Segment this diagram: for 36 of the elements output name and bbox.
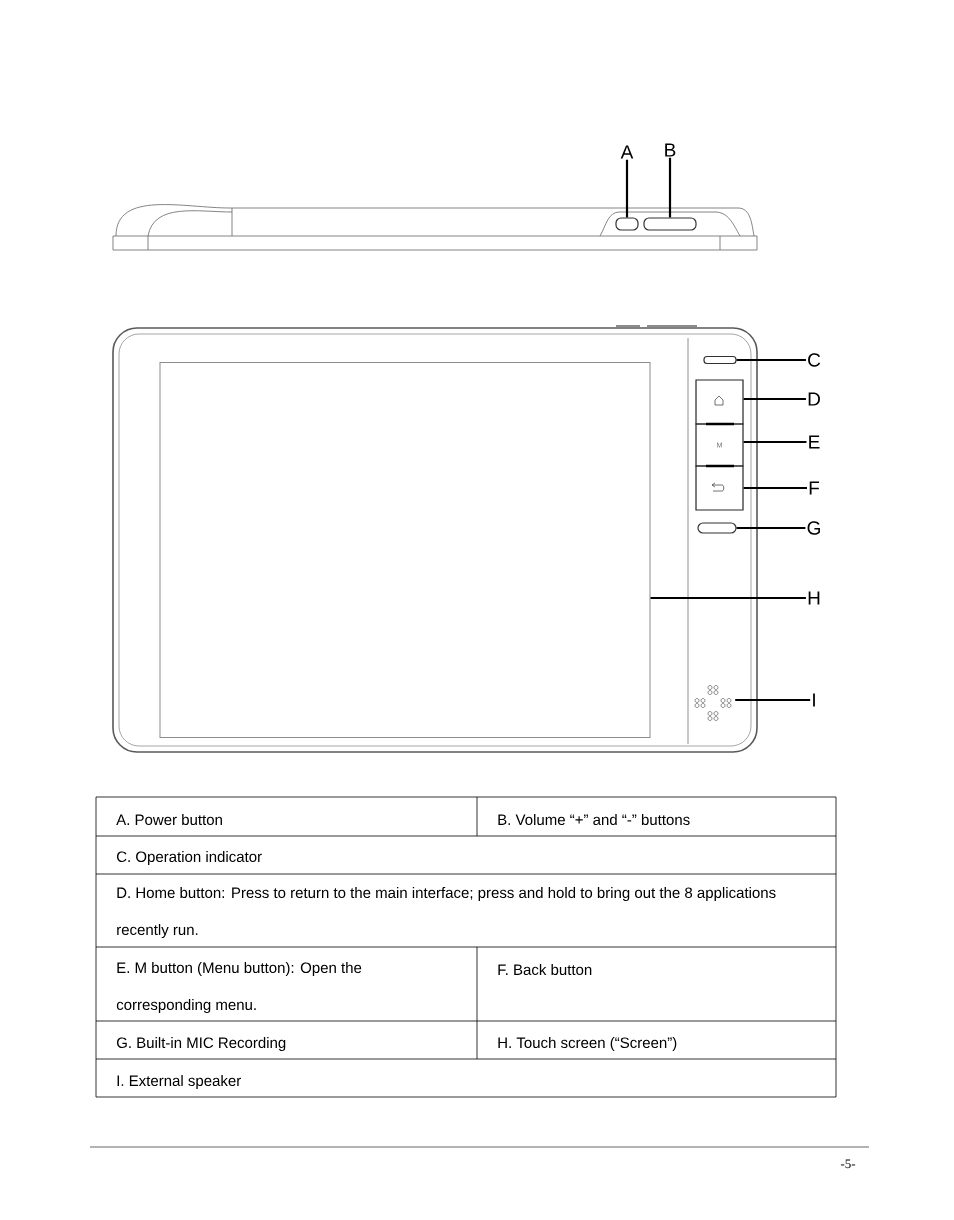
callout-letter: E [809,435,820,449]
touch-screen [159,362,651,738]
table-text: E. M button (Menu button): Open the corresponding menu. [116,962,362,1013]
table-text: F. Back button [498,964,592,975]
leader-line [625,159,629,218]
callout-letter: G [807,521,820,535]
leader-line [743,397,806,401]
callout-letter: H [808,591,820,605]
table-text: H. Touch screen (“Screen”) [498,1037,677,1051]
leader-line [736,358,806,362]
table-text: I. External speaker [117,1075,241,1089]
leader-line [736,526,806,530]
table-text: D. Home button: Press to return to the main interface; press and hold to bring out the 8 applications recently run. [117,887,776,938]
button-area [695,379,744,425]
leader-line [743,486,807,490]
table-text: G. Built-in MIC Recording [116,1037,286,1051]
speaker-grille [694,685,732,721]
table-text: B. Volume “+” and “-” buttons [498,814,690,825]
button [643,217,697,231]
button [697,522,737,534]
callout-letter: B [665,143,676,157]
page-number: -5- [840,1159,856,1169]
leader-line [668,157,672,218]
button [615,217,639,231]
table-text: A. Power button [116,814,222,825]
callout-letter: F [809,481,820,495]
callout-letter: A [620,145,634,159]
callout-letter: D [808,392,820,406]
indicator-light [703,355,737,365]
table-text: C. Operation indicator [116,851,262,865]
leader-line [650,596,806,600]
button-area [695,465,744,511]
callout-letter: C [808,353,821,367]
leader-line [743,440,807,444]
leader-line [735,698,811,702]
callout-letter: I [813,693,815,707]
